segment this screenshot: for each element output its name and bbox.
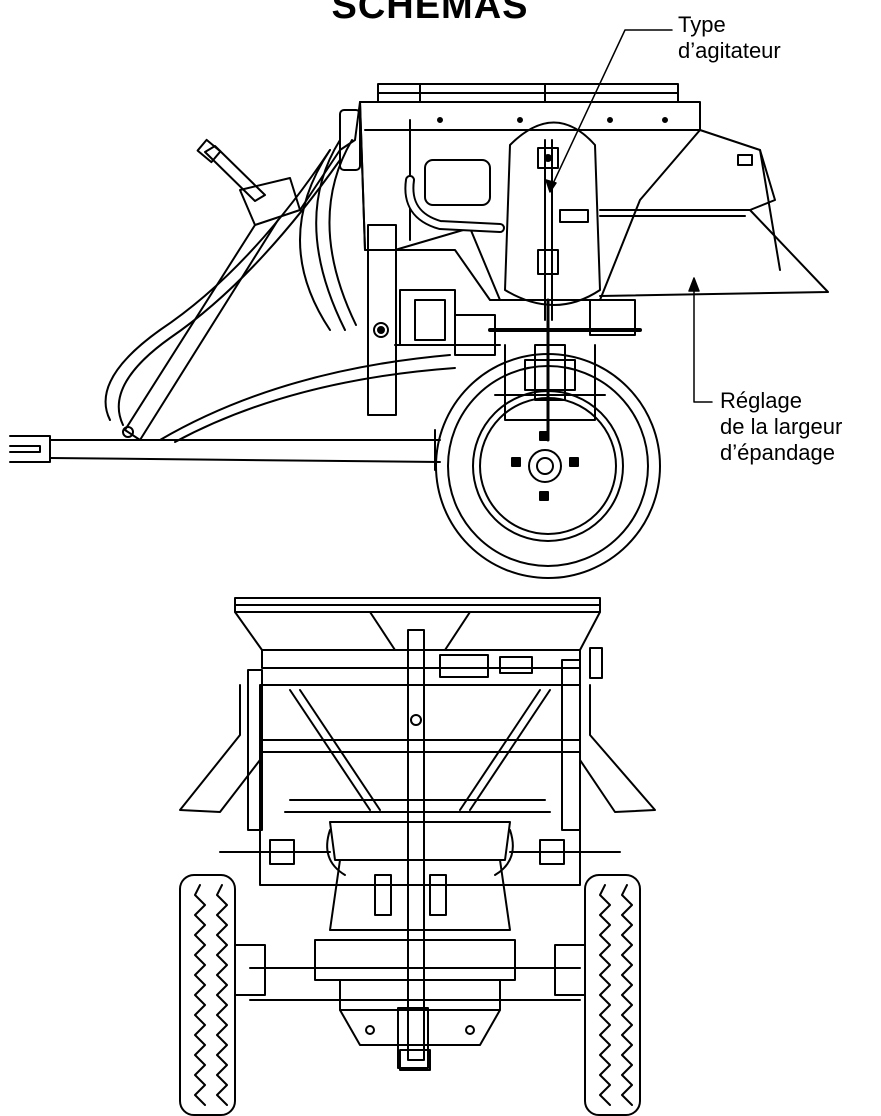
spread-deflector bbox=[599, 129, 829, 297]
agitator-housing bbox=[504, 121, 601, 321]
callout-spread-width-line3: d’épandage bbox=[720, 440, 836, 465]
callout-agitator-line2: d’agitateur bbox=[678, 38, 781, 63]
callout-spread-width: Réglage de la largeur d’épandage bbox=[720, 388, 842, 466]
rear-center-rod bbox=[397, 629, 429, 1069]
rear-right-wheel bbox=[554, 874, 641, 1116]
lower-arch bbox=[159, 354, 456, 443]
hose bbox=[404, 175, 505, 233]
gearbox bbox=[394, 289, 642, 356]
callout-agitator-type: Type d’agitateur bbox=[678, 12, 781, 64]
rear-hopper-frame bbox=[259, 684, 581, 886]
rear-spinner-guard bbox=[219, 821, 621, 931]
drawbar bbox=[9, 426, 441, 471]
agitator-leader-line bbox=[545, 29, 673, 193]
rear-view bbox=[179, 597, 656, 1116]
rear-axle-housing bbox=[249, 939, 581, 1071]
callout-agitator-line1: Type bbox=[678, 12, 726, 37]
fender-sweep bbox=[104, 149, 341, 426]
spinner-assembly bbox=[494, 298, 606, 442]
rear-left-deflector bbox=[179, 669, 263, 831]
lever-arm bbox=[124, 101, 361, 441]
rear-right-deflector bbox=[561, 647, 656, 831]
hopper-top bbox=[377, 83, 679, 103]
wheel-guard-curve bbox=[299, 139, 357, 331]
side-view bbox=[9, 29, 829, 579]
callout-spread-width-line2: de la largeur bbox=[720, 414, 843, 439]
callout-spread-width-line1: Réglage bbox=[720, 388, 802, 413]
spread-width-leader-line bbox=[688, 277, 713, 403]
side-wheel bbox=[435, 353, 661, 579]
page-title: SCHÉMAS bbox=[331, 0, 529, 27]
rear-hopper-top bbox=[234, 597, 601, 678]
rear-left-wheel bbox=[179, 874, 266, 1116]
frame-post bbox=[367, 224, 397, 416]
